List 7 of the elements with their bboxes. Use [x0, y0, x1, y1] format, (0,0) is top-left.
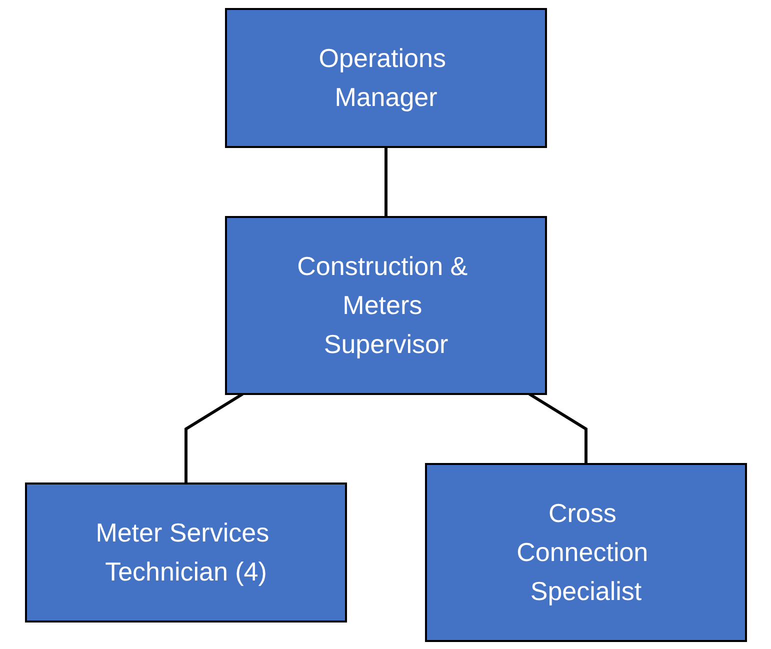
node-box: Operations Manager: [224, 8, 546, 148]
connector: [528, 392, 587, 464]
node-box: Meter Services Technician (4): [24, 482, 346, 622]
connector: [184, 392, 243, 483]
node-box: Cross Connection Specialist: [424, 462, 746, 642]
node-box: Construction & Meters Supervisor: [224, 216, 546, 394]
connector: [384, 146, 387, 216]
